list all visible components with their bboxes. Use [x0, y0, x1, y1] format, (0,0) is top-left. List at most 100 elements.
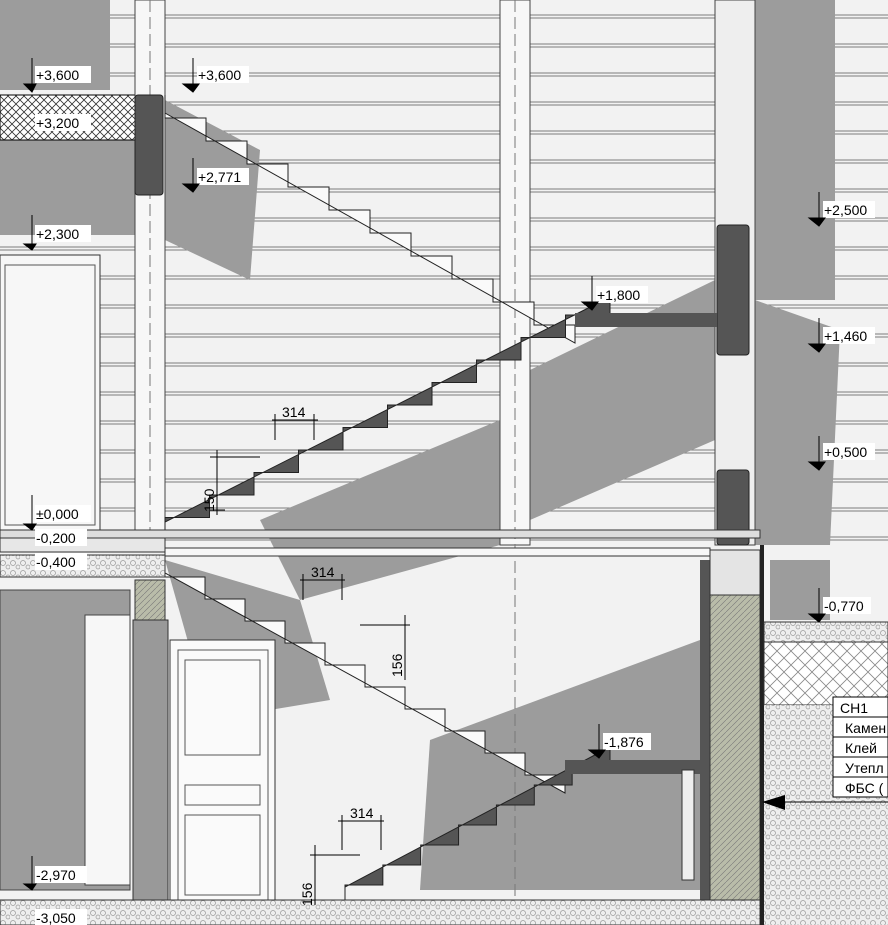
siding-line — [165, 362, 500, 367]
dimension-label: 156 — [389, 653, 405, 677]
stair-landing-upper — [575, 313, 717, 327]
elevation-label: -0,400 — [36, 554, 76, 570]
layer-row: ФБС ( — [845, 780, 884, 796]
siding-line — [530, 130, 715, 135]
basement-left-wall — [0, 589, 131, 891]
tread-dimension: 314 — [338, 805, 384, 850]
riser-dimension: 156 — [360, 615, 410, 680]
stair-flight-upper — [164, 95, 576, 344]
elevation-label: +3,200 — [36, 115, 79, 131]
elevation-marker: +0,500 — [807, 436, 875, 471]
elevation-label: ±0,000 — [36, 506, 79, 522]
siding-line — [530, 159, 715, 164]
basement-door — [169, 639, 276, 901]
siding-line — [530, 14, 715, 19]
elevation-marker: +1,460 — [807, 318, 875, 353]
elevation-marker: +2,500 — [807, 192, 875, 227]
elevation-marker: -2,970 — [22, 856, 87, 891]
layer-row: Утепл — [845, 760, 884, 776]
layer-table: СН1 Камен Клей Утепл ФБС ( — [832, 696, 888, 798]
dimensions: 314 150 314 156 314 156 — [201, 404, 410, 906]
elevation-label: +0,500 — [824, 444, 867, 460]
elevation-marker: +1,800 — [580, 276, 648, 311]
siding-line — [165, 391, 500, 396]
tread-dimension: 314 — [300, 564, 345, 600]
elevation-marker: -1,876 — [587, 724, 651, 759]
siding-line — [530, 217, 715, 222]
elevation-label: -1,876 — [604, 734, 644, 750]
dimension-label: 150 — [201, 488, 217, 512]
elevation-arrow-icon — [587, 724, 606, 759]
elevation-arrow-icon — [22, 495, 37, 531]
siding-line — [530, 43, 715, 48]
layer-row: Камен — [845, 720, 886, 736]
basement-floor — [0, 899, 761, 925]
leader-arrow-icon — [762, 795, 888, 810]
elevation-label: +3,600 — [36, 67, 79, 83]
siding-line — [530, 72, 715, 77]
stair-flight-basement-upper — [164, 555, 566, 794]
elevation-label: +3,600 — [198, 67, 241, 83]
elevation-marker: +3,600 — [181, 58, 249, 93]
siding-line — [530, 101, 715, 106]
foundation-wall — [700, 549, 761, 901]
elevation-marker: -0,770 — [807, 588, 871, 623]
elevation-arrow-icon — [22, 856, 37, 891]
layer-row: Клей — [845, 740, 877, 756]
dimension-label: 314 — [311, 564, 335, 580]
siding-line — [165, 43, 500, 48]
elevation-arrow-icon — [181, 158, 200, 193]
elevation-marker: +3,600 — [22, 58, 91, 93]
siding-line — [530, 507, 715, 512]
siding-line — [165, 101, 500, 106]
elevation-arrow-icon — [807, 318, 826, 353]
dimension-label: 314 — [282, 404, 306, 420]
elevation-label: -0,770 — [824, 598, 864, 614]
elevation-marker: -3,050 — [35, 909, 87, 925]
siding-line — [165, 14, 500, 19]
siding-line — [530, 246, 715, 251]
columns — [134, 0, 756, 925]
dimension-label: 156 — [299, 882, 315, 906]
stairs — [164, 95, 717, 905]
siding-line — [0, 246, 135, 251]
siding-line — [530, 275, 715, 280]
siding-line — [165, 275, 500, 280]
stair-flight-ground — [164, 296, 611, 540]
elevation-label: -3,050 — [36, 910, 76, 925]
elevation-label: -2,970 — [36, 867, 76, 883]
siding-line — [530, 188, 715, 193]
elevation-label: -0,200 — [36, 530, 76, 546]
siding-line — [165, 420, 500, 425]
siding-line — [165, 304, 500, 309]
elevation-label: +1,800 — [597, 287, 640, 303]
elevation-arrow-icon — [807, 436, 826, 471]
elevation-marker: -0,200 — [35, 529, 87, 546]
elevation-marker: +3,200 — [35, 114, 91, 131]
elevation-label: +2,500 — [824, 202, 867, 218]
elevation-label: +2,300 — [36, 226, 79, 242]
elevation-arrow-icon — [22, 215, 37, 251]
elevation-arrow-icon — [807, 588, 826, 623]
elevation-arrow-icon — [807, 192, 826, 227]
elevation-marker: +2,300 — [22, 215, 91, 251]
dimension-label: 314 — [350, 805, 374, 821]
elevation-arrow-icon — [181, 58, 200, 93]
riser-dimension: 150 — [201, 450, 260, 515]
insulation-block — [134, 579, 166, 621]
layer-table-title: СН1 — [840, 700, 868, 716]
siding-line — [165, 333, 500, 338]
elevation-label: +2,771 — [198, 169, 241, 185]
left-window — [0, 254, 101, 531]
elevation-marker: +2,771 — [181, 158, 249, 193]
handrail-post — [681, 769, 695, 881]
riser-dimension: 156 — [299, 845, 360, 906]
elevation-marker: -0,400 — [35, 553, 87, 570]
elevation-arrow-icon — [22, 58, 37, 93]
elevation-label: +1,460 — [824, 328, 867, 344]
elevation-markers: +3,600 +3,600 +3,200 +2,771 +2,300 +2,50… — [22, 58, 875, 925]
elevation-marker: ±0,000 — [22, 495, 91, 531]
elevation-arrow-icon — [580, 276, 599, 311]
basement-column — [132, 619, 169, 901]
